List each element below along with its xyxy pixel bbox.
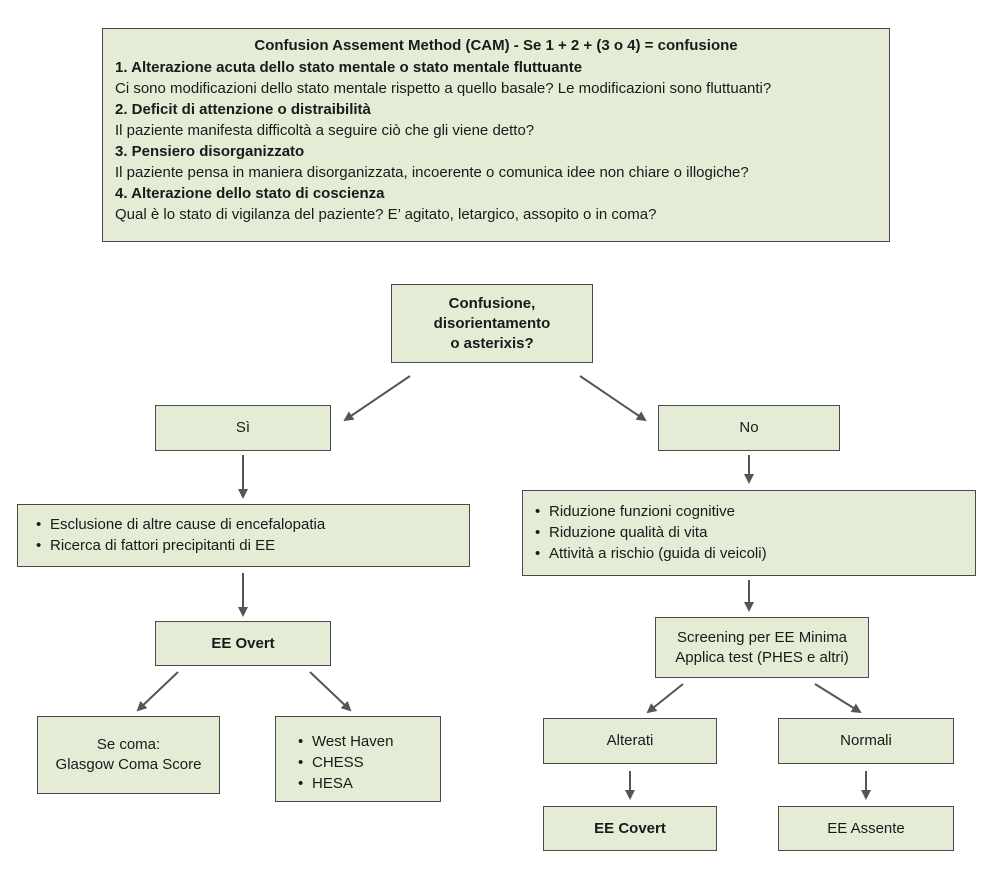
cam-item-1-heading: 1. Alterazione acuta dello stato mentale…	[115, 59, 583, 76]
arrow-screening-to-normal	[814, 683, 862, 714]
arrow-screening-to-altered	[646, 683, 684, 714]
cam-item-4-heading: 4. Alterazione dello stato di coscienza	[115, 185, 385, 202]
overt-label: EE Overt	[211, 634, 275, 652]
scale-item: West Haven	[298, 731, 430, 752]
no-finding-item: Attività a rischio (guida di veicoli)	[535, 543, 965, 564]
cam-item-4-question: Qual è lo stato di vigilanza del pazient…	[115, 206, 657, 223]
covert-box: EE Covert	[543, 806, 717, 851]
normal-box: Normali	[778, 718, 954, 764]
screening-line-1: Screening per EE Minima	[676, 628, 848, 646]
screening-box: Screening per EE Minima Applica test (PH…	[655, 617, 869, 678]
altered-label: Alterati	[606, 732, 654, 749]
altered-box: Alterati	[543, 718, 717, 764]
yes-actions-box: Esclusione di altre cause di encefalopat…	[17, 504, 470, 567]
no-findings-box: Riduzione funzioni cognitive Riduzione q…	[522, 490, 976, 576]
yes-label: Sì	[235, 419, 251, 436]
root-question-box: Confusione, disorientamento o asterixis?	[391, 284, 593, 363]
root-line-3: o asterixis?	[450, 334, 534, 352]
coma-line-2: Glasgow Coma Score	[55, 756, 202, 773]
cam-item-1-question: Ci sono modificazioni dello stato mental…	[115, 80, 772, 97]
no-finding-item: Riduzione qualità di vita	[535, 522, 965, 543]
overt-box: EE Overt	[155, 621, 331, 666]
scale-item: HESA	[298, 773, 430, 794]
cam-item-2-question: Il paziente manifesta difficoltà a segui…	[115, 122, 535, 139]
arrow-root-to-yes	[343, 375, 411, 422]
coma-line-1: Se coma:	[96, 736, 161, 753]
absent-label: EE Assente	[827, 819, 905, 837]
root-line-1: Confusione,	[448, 294, 536, 312]
normal-label: Normali	[840, 732, 892, 749]
yes-box: Sì	[155, 405, 331, 451]
cam-panel: Confusion Assement Method (CAM) - Se 1 +…	[102, 28, 890, 242]
coma-box: Se coma: Glasgow Coma Score	[37, 716, 220, 794]
no-finding-item: Riduzione funzioni cognitive	[535, 501, 965, 522]
yes-action-item: Esclusione di altre cause di encefalopat…	[36, 514, 459, 535]
cam-item-3-question: Il paziente pensa in maniera disorganizz…	[115, 164, 749, 181]
cam-item-2-heading: 2. Deficit di attenzione o distraibilità	[115, 101, 371, 118]
absent-box: EE Assente	[778, 806, 954, 851]
scales-box: West Haven CHESS HESA	[275, 716, 441, 802]
arrow-overt-to-coma	[136, 671, 179, 712]
cam-title: Confusion Assement Method (CAM) - Se 1 +…	[254, 37, 738, 54]
covert-label: EE Covert	[594, 819, 666, 837]
scale-item: CHESS	[298, 752, 430, 773]
arrow-overt-to-scales	[309, 671, 352, 712]
no-box: No	[658, 405, 840, 451]
yes-action-item: Ricerca di fattori precipitanti di EE	[36, 535, 459, 556]
root-line-2: disorientamento	[433, 314, 551, 332]
no-label: No	[739, 419, 759, 436]
arrow-root-to-no	[579, 375, 647, 422]
screening-line-2: Applica test (PHES e altri)	[675, 648, 849, 666]
cam-item-3-heading: 3. Pensiero disorganizzato	[115, 143, 305, 160]
